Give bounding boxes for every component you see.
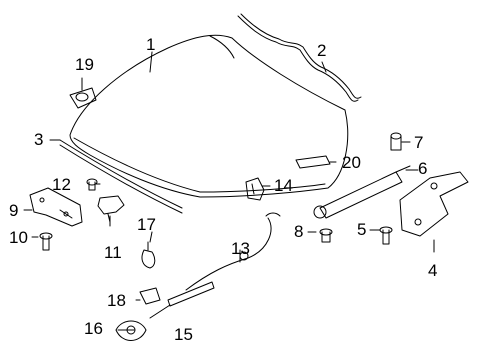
leader-lines [23,51,435,331]
callout-3: 3 [34,130,44,149]
bolt-8 [319,228,333,243]
gas-strut [313,165,411,219]
right-hood-hinge [399,171,469,237]
callout-17: 17 [137,215,156,234]
front-seal [59,139,183,214]
callout-19: 19 [75,55,94,74]
callout-16: 16 [84,319,103,338]
callout-4: 4 [428,261,438,280]
safety-catch [245,177,265,201]
rubber-bumper [69,87,97,109]
stud-7 [390,132,402,151]
release-handle [141,241,156,269]
callout-1: 1 [146,35,156,54]
callout-11: 11 [104,243,122,262]
bolt-12 [86,178,98,191]
bolt-5 [379,226,393,245]
callout-8: 8 [294,222,304,241]
callout-2: 2 [317,41,327,60]
callout-5: 5 [357,220,367,239]
lock-plate [149,281,215,319]
hood-panel [69,34,349,198]
hood-latch [97,195,125,223]
callout-14: 14 [274,176,293,195]
callout-12: 12 [52,175,71,194]
callout-13: 13 [231,239,250,258]
left-hood-hinge [29,187,83,227]
callout-6: 6 [418,159,428,178]
seal-strip [237,13,362,102]
callout-9: 9 [9,201,19,220]
callout-18: 18 [107,291,126,310]
callout-20: 20 [342,153,361,172]
pad-20 [295,155,331,169]
lock-16 [115,320,147,341]
clip-18 [139,287,161,305]
callout-15: 15 [174,325,193,344]
bolt-10 [39,232,53,251]
callout-7: 7 [414,133,424,152]
callout-10: 10 [9,228,28,247]
